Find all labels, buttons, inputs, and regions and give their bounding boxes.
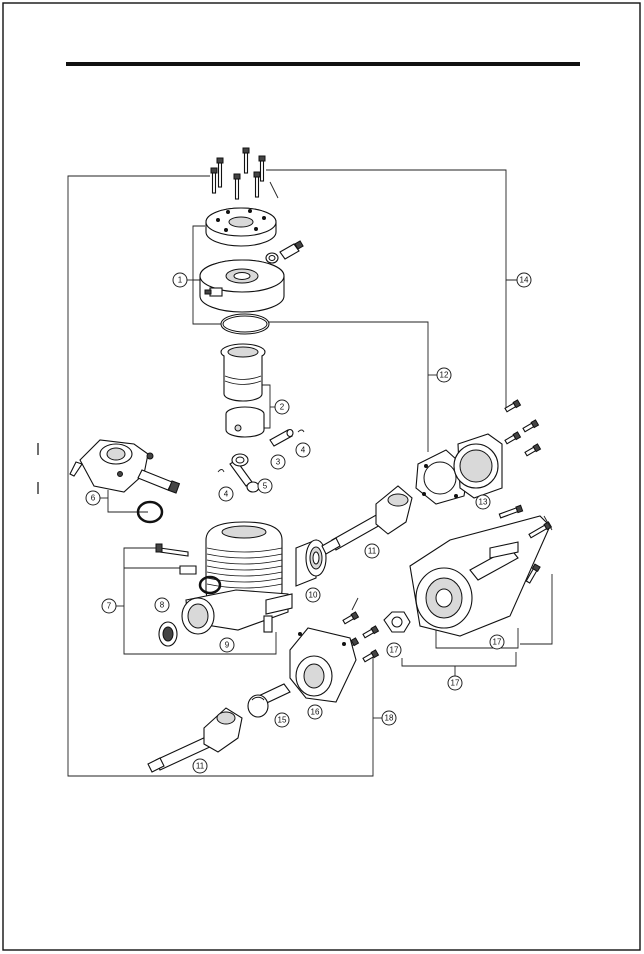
svg-text:3: 3 — [276, 458, 281, 467]
rear-cover — [454, 434, 502, 498]
callout-7: 7 — [102, 599, 116, 613]
callout-18: 18 — [382, 711, 396, 725]
callout-13: 13 — [476, 495, 490, 509]
backplate — [290, 628, 356, 702]
clutch-nut — [384, 612, 410, 632]
callout-3: 3 — [271, 455, 285, 469]
crankcase — [182, 522, 292, 634]
svg-text:4: 4 — [224, 490, 229, 499]
crankshaft-upper — [322, 486, 412, 554]
svg-text:15: 15 — [278, 716, 287, 725]
head-bolts — [211, 148, 278, 199]
callout-1: 1 — [173, 273, 187, 287]
svg-text:17: 17 — [493, 638, 502, 647]
carburetor — [70, 440, 179, 493]
svg-text:6: 6 — [91, 494, 96, 503]
callout-15: 15 — [275, 713, 289, 727]
svg-text:5: 5 — [263, 482, 268, 491]
head-gasket — [222, 315, 268, 333]
callout-5: 5 — [258, 479, 272, 493]
callout-8: 8 — [155, 598, 169, 612]
svg-text:11: 11 — [196, 762, 205, 771]
thrust-washer — [248, 684, 290, 717]
connecting-rod — [230, 454, 259, 492]
svg-text:7: 7 — [107, 602, 112, 611]
svg-text:14: 14 — [520, 276, 529, 285]
callout-4b: 4 — [219, 487, 233, 501]
svg-text:12: 12 — [440, 371, 449, 380]
svg-text:17: 17 — [390, 646, 399, 655]
needle-valve-assembly — [156, 544, 196, 574]
front-bearing — [296, 540, 326, 586]
callout-17a: 17 — [490, 635, 504, 649]
svg-text:17: 17 — [451, 679, 460, 688]
svg-text:16: 16 — [311, 708, 320, 717]
svg-text:18: 18 — [385, 714, 394, 723]
head-cover — [206, 208, 276, 246]
callout-12: 12 — [437, 368, 451, 382]
svg-text:2: 2 — [280, 403, 285, 412]
callout-16: 16 — [308, 705, 322, 719]
piston — [226, 407, 264, 437]
svg-text:9: 9 — [225, 641, 230, 650]
callout-11b: 11 — [193, 759, 207, 773]
cylinder-head — [200, 260, 284, 312]
svg-text:1: 1 — [178, 276, 183, 285]
header-rule — [66, 62, 580, 66]
rear-bearing — [159, 622, 177, 646]
callout-4a: 4 — [296, 443, 310, 457]
svg-text:10: 10 — [309, 591, 318, 600]
svg-text:8: 8 — [160, 601, 165, 610]
callout-9: 9 — [220, 638, 234, 652]
glow-plug — [266, 241, 303, 263]
callout-17b: 17 — [387, 643, 401, 657]
callout-10: 10 — [306, 588, 320, 602]
rear-cover-screws — [505, 400, 541, 457]
cylinder-liner — [221, 344, 265, 401]
callout-14: 14 — [517, 273, 531, 287]
callout-6: 6 — [86, 491, 100, 505]
callout-11a: 11 — [365, 544, 379, 558]
callout-2: 2 — [275, 400, 289, 414]
svg-text:4: 4 — [301, 446, 306, 455]
svg-text:13: 13 — [479, 498, 488, 507]
svg-text:11: 11 — [368, 547, 377, 556]
callout-17c: 17 — [448, 676, 462, 690]
